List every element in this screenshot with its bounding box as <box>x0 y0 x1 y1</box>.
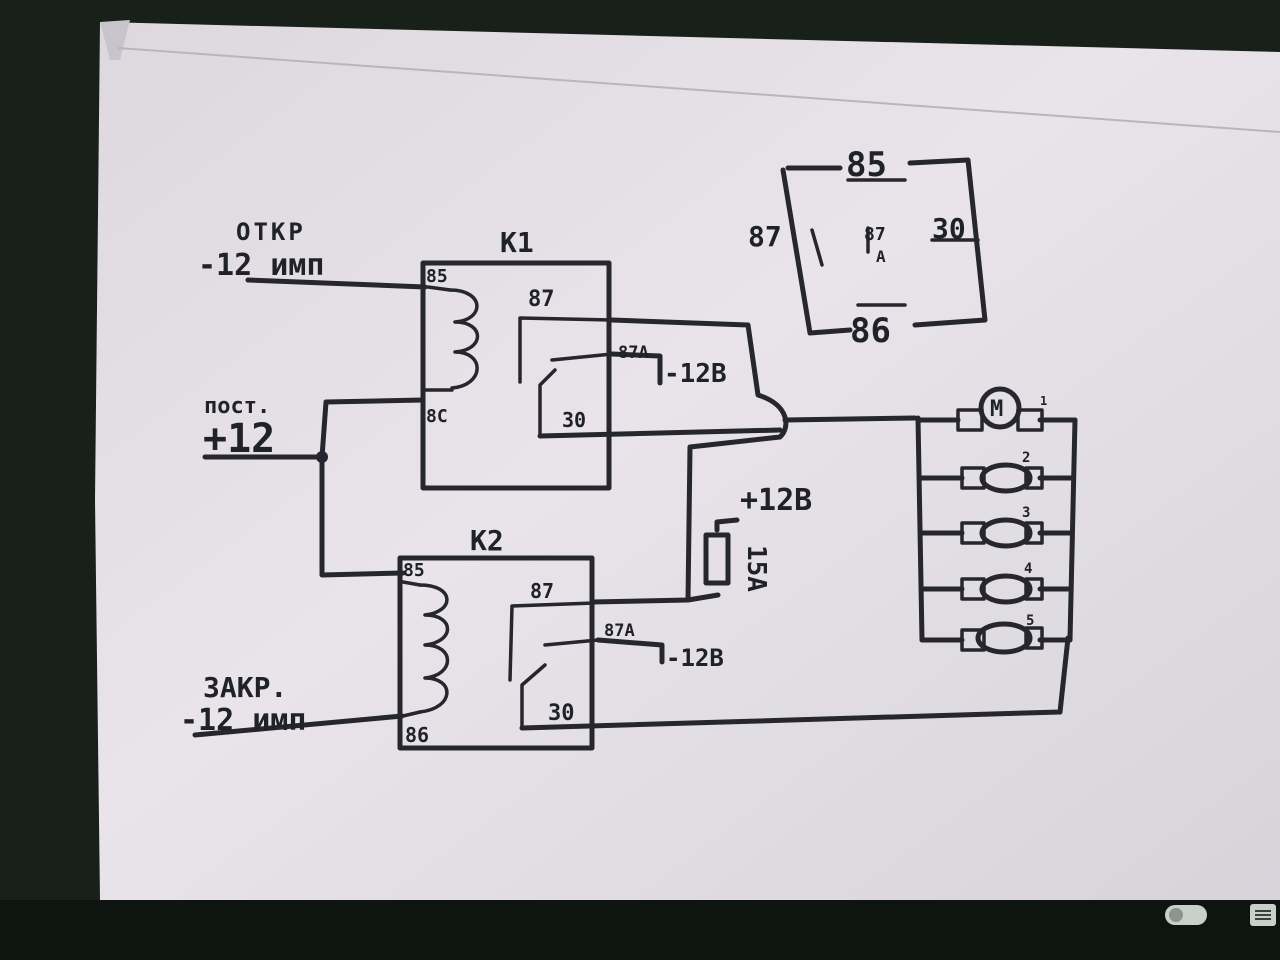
actuator-number-2: 2 <box>1022 450 1030 466</box>
close-label: ЗАКР. <box>203 671 287 704</box>
toggle-icon[interactable] <box>1165 905 1207 925</box>
close-signal: -12 имп <box>180 703 306 738</box>
pinout-87: 87 <box>748 220 782 253</box>
motor-1 <box>956 386 1044 432</box>
k2-title: К2 <box>470 524 504 557</box>
pinout-86: 86 <box>850 311 891 351</box>
k2-pin-30: 30 <box>548 701 575 726</box>
pinout-85: 85 <box>846 145 887 185</box>
open-signal: -12 имп <box>198 248 324 283</box>
toggle-control[interactable] <box>1160 900 1212 930</box>
motor-2 <box>960 462 1044 494</box>
actuator-number-4: 4 <box>1024 561 1032 577</box>
relay-k2 <box>397 555 600 751</box>
motor-4 <box>960 573 1044 605</box>
k1-title: K1 <box>500 226 534 259</box>
k1-rest-label: -12В <box>664 359 727 389</box>
menu-control[interactable] <box>1246 900 1280 930</box>
motor-symbol: М <box>990 397 1003 422</box>
motor-3 <box>960 517 1044 549</box>
fuse-rating: 15А <box>741 545 771 592</box>
const-value: +12 <box>203 416 275 462</box>
k1-pin-86: 8С <box>426 406 448 427</box>
k2-pin-85: 85 <box>403 560 425 581</box>
pinout-87a-bottom: А <box>876 247 886 266</box>
k1-pin-87a: 87А <box>618 343 649 363</box>
actuator-number-3: 3 <box>1022 505 1030 521</box>
k1-pin-87: 87 <box>528 287 555 312</box>
actuator-number-1: 1 <box>1040 394 1047 408</box>
open-label: ОТКР <box>236 218 306 246</box>
relay-pinout <box>780 157 988 336</box>
k2-rest-label: -12В <box>666 644 724 672</box>
k1-pin-85: 85 <box>426 266 448 287</box>
pinout-30: 30 <box>932 212 966 245</box>
const-label: пост. <box>204 394 270 419</box>
relay-k1 <box>420 260 614 491</box>
menu-icon[interactable] <box>1250 904 1276 926</box>
bottom-bar <box>0 900 1280 960</box>
k2-pin-87: 87 <box>530 579 554 603</box>
actuator-ladder <box>915 415 1078 643</box>
wiring <box>192 277 1071 738</box>
fuse-supply: +12В <box>740 483 812 518</box>
motor-5 <box>960 621 1044 655</box>
actuator-number-5: 5 <box>1026 613 1034 629</box>
k2-pin-86: 86 <box>405 723 429 747</box>
pinout-87a-top: 87 <box>864 224 886 245</box>
k1-pin-30: 30 <box>562 408 586 432</box>
k2-pin-87a: 87А <box>604 621 635 641</box>
